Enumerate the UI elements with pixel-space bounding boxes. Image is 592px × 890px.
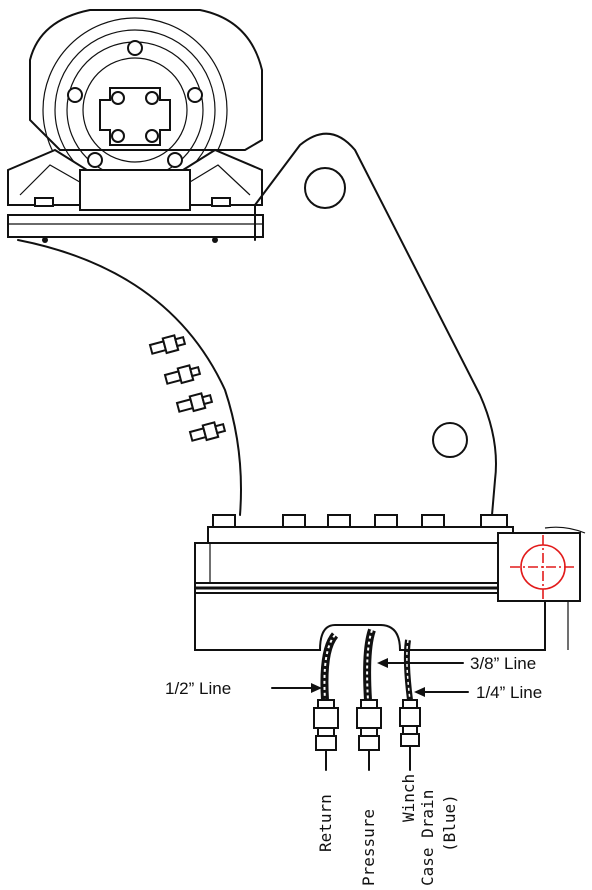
case-drain-fitting bbox=[399, 699, 421, 771]
mount-arm bbox=[17, 132, 497, 516]
quarter-line-label: 1/4” Line bbox=[476, 683, 542, 702]
swivel-base bbox=[194, 514, 586, 651]
callouts bbox=[271, 658, 469, 697]
pressure-label: Pressure bbox=[359, 809, 378, 886]
winch-label: Winch bbox=[399, 774, 418, 822]
case-drain-label: Case Drain bbox=[418, 790, 437, 886]
return-fitting bbox=[313, 699, 339, 771]
ring-bolts bbox=[67, 40, 203, 168]
curve-fittings bbox=[148, 334, 227, 442]
half-line-label: 1/2” Line bbox=[165, 679, 231, 698]
top-bolts bbox=[212, 514, 508, 528]
return-label: Return bbox=[316, 794, 335, 852]
upper-pin-hole bbox=[304, 167, 346, 209]
hydraulic-hoses bbox=[313, 628, 421, 771]
winch-motor-head bbox=[7, 9, 264, 243]
three-eighths-line-label: 3/8” Line bbox=[470, 654, 536, 673]
lower-pin-hole bbox=[432, 422, 468, 458]
blue-label: (Blue) bbox=[440, 794, 459, 852]
pressure-fitting bbox=[356, 699, 382, 771]
